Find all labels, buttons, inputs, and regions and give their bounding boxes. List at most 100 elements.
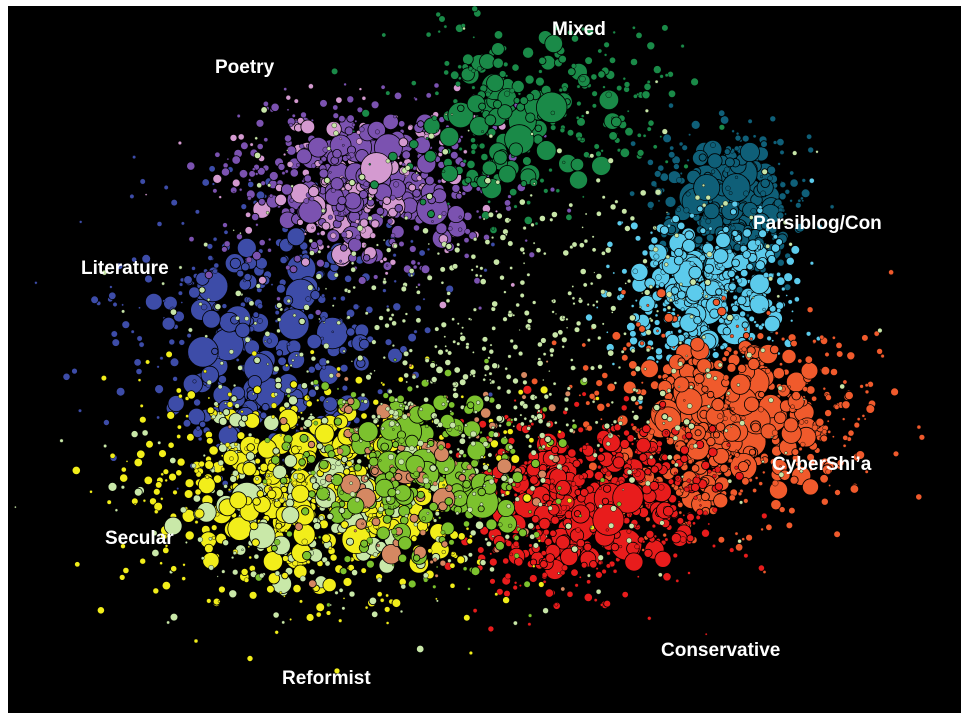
- network-node: [704, 278, 712, 286]
- network-node: [598, 486, 602, 490]
- network-node: [473, 276, 481, 285]
- network-node: [649, 481, 659, 491]
- network-node: [382, 288, 387, 293]
- network-node: [610, 542, 620, 552]
- network-node: [204, 270, 213, 279]
- network-node: [528, 251, 535, 258]
- network-node: [741, 346, 747, 352]
- network-node: [680, 307, 685, 312]
- network-node: [443, 24, 448, 29]
- network-node: [321, 293, 325, 298]
- network-node: [144, 193, 148, 196]
- network-node: [89, 490, 93, 494]
- network-node: [432, 584, 437, 589]
- network-node: [537, 469, 547, 479]
- network-node: [330, 177, 344, 191]
- network-node: [327, 450, 336, 459]
- network-node: [279, 434, 283, 437]
- network-node: [509, 88, 515, 94]
- network-node: [450, 70, 460, 80]
- network-node: [631, 304, 635, 308]
- network-node: [703, 510, 708, 516]
- network-node: [819, 334, 825, 340]
- network-node: [133, 487, 143, 497]
- network-node: [369, 232, 376, 239]
- network-node: [286, 342, 291, 347]
- network-node: [734, 134, 742, 142]
- network-node: [654, 313, 659, 318]
- network-node: [662, 505, 674, 517]
- network-node: [350, 391, 357, 398]
- network-node: [248, 590, 258, 600]
- network-node: [729, 334, 734, 339]
- network-node: [346, 95, 355, 104]
- network-node: [734, 449, 739, 453]
- network-node: [476, 546, 485, 554]
- network-node: [309, 349, 315, 355]
- network-node: [729, 547, 735, 553]
- network-node: [712, 468, 716, 473]
- network-node: [324, 560, 331, 567]
- network-node: [208, 165, 216, 173]
- network-node: [391, 344, 395, 348]
- network-node: [477, 505, 485, 513]
- network-node: [410, 259, 416, 266]
- network-node: [789, 178, 799, 188]
- network-node: [835, 350, 844, 358]
- network-node: [556, 147, 563, 154]
- network-node: [345, 537, 354, 546]
- network-node: [560, 504, 567, 511]
- network-node: [220, 245, 228, 253]
- network-node: [684, 334, 689, 339]
- network-node: [726, 362, 737, 373]
- network-node: [663, 312, 674, 323]
- network-node: [370, 219, 380, 229]
- network-node: [734, 452, 740, 458]
- network-node: [314, 308, 322, 316]
- network-node: [530, 458, 541, 469]
- network-node: [109, 452, 116, 459]
- network-node: [522, 156, 532, 166]
- network-node: [234, 403, 240, 409]
- network-node: [364, 605, 369, 610]
- network-node: [132, 155, 137, 160]
- network-node: [550, 445, 559, 454]
- network-node: [470, 459, 479, 468]
- network-node: [664, 159, 669, 164]
- network-node: [429, 560, 434, 565]
- network-node: [693, 316, 702, 325]
- network-node: [577, 136, 582, 142]
- network-node: [528, 437, 535, 444]
- network-node: [220, 467, 225, 472]
- network-node: [138, 306, 141, 310]
- network-node: [325, 359, 330, 364]
- network-node: [307, 365, 316, 374]
- network-node: [223, 229, 229, 235]
- network-node: [637, 575, 640, 579]
- network-node: [380, 442, 390, 452]
- network-node: [374, 129, 380, 135]
- network-node: [78, 408, 82, 413]
- network-node: [765, 368, 771, 374]
- network-node: [890, 387, 899, 397]
- network-node: [462, 566, 468, 571]
- network-node: [300, 119, 316, 135]
- network-node: [472, 307, 477, 312]
- network-node: [466, 159, 476, 169]
- network-node: [111, 338, 121, 347]
- network-node: [513, 493, 518, 497]
- network-node: [696, 205, 704, 213]
- network-node: [277, 356, 287, 367]
- network-node: [790, 319, 794, 323]
- network-node: [332, 112, 339, 119]
- network-node: [559, 127, 566, 133]
- network-node: [662, 307, 667, 312]
- network-node: [275, 349, 284, 357]
- network-node: [864, 389, 870, 394]
- network-node: [704, 263, 715, 274]
- network-node: [672, 553, 678, 559]
- network-node: [514, 581, 518, 585]
- network-node: [443, 394, 447, 399]
- network-node: [243, 279, 247, 283]
- network-node: [654, 79, 659, 84]
